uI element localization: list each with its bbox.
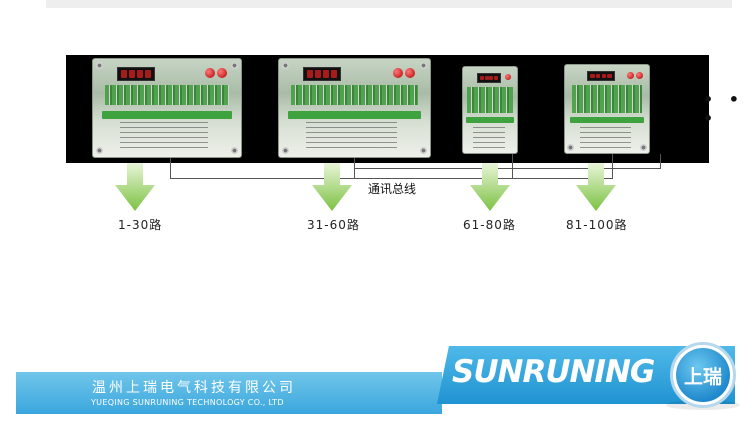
more-indicator: • • • — [703, 90, 745, 128]
route-label-4: 81-100路 — [566, 218, 628, 232]
controller-board-1 — [92, 58, 242, 158]
controller-board-3 — [462, 66, 518, 154]
bus-drop-3 — [512, 154, 513, 179]
route-label-2: 31-60路 — [307, 218, 360, 232]
arrow-down-icon — [312, 163, 352, 211]
logo-text: SUNRUNING — [452, 354, 655, 390]
top-strip — [46, 0, 732, 8]
bus-drop-5 — [660, 154, 661, 169]
bus-line-horizontal — [170, 178, 613, 179]
company-banner — [16, 372, 442, 414]
company-name-en: YUEQING SUNRUNING TECHNOLOGY CO., LTD — [91, 398, 284, 407]
bus-drop-1 — [170, 158, 171, 179]
bus-line-top — [354, 168, 660, 169]
arrow-down-icon — [470, 163, 510, 211]
arrow-down-icon — [576, 163, 616, 211]
arrow-down-icon — [115, 163, 155, 211]
bus-drop-4 — [612, 154, 613, 179]
logo-emblem — [676, 348, 730, 402]
controller-board-2 — [278, 58, 431, 158]
controller-board-4 — [564, 64, 650, 154]
bus-label: 通讯总线 — [368, 182, 417, 196]
route-label-3: 61-80路 — [463, 218, 516, 232]
company-name-cn: 温州上瑞电气科技有限公司 — [92, 380, 296, 396]
bus-drop-2 — [354, 158, 355, 179]
route-label-1: 1-30路 — [118, 218, 163, 232]
logo-emblem-text: 上瑞 — [683, 366, 722, 388]
